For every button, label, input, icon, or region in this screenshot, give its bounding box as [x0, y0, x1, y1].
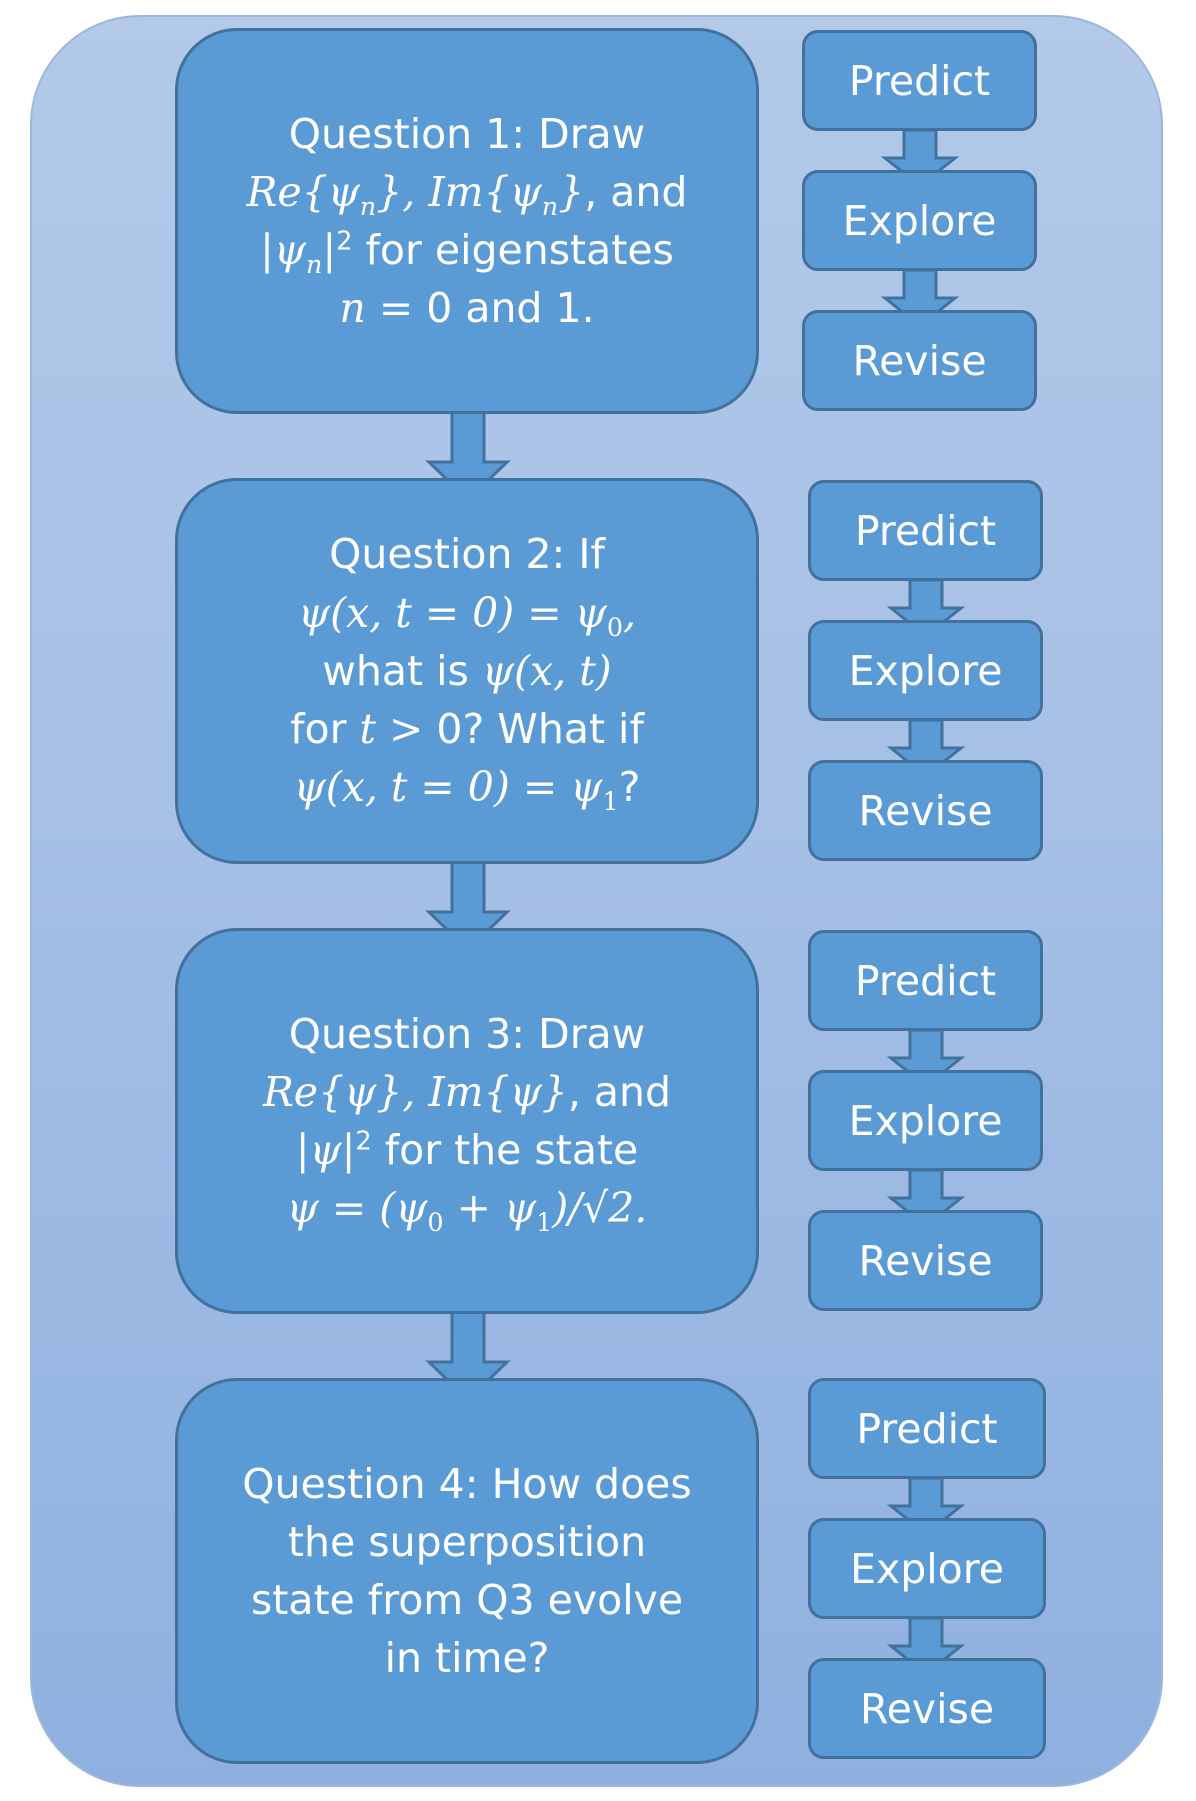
- q1-abs-close: |: [322, 226, 337, 274]
- question-4-line-3: state from Q3 evolve: [250, 1576, 684, 1624]
- q2-psi-xt: ψ(x, t): [481, 646, 612, 695]
- q3-abs-psi: |ψ|: [295, 1126, 356, 1174]
- question-1-line-2: Re{ψn}, Im{ψn}, and: [247, 163, 688, 221]
- question-3-line-4: ψ = (ψ0 + ψ1)/√2.: [287, 1179, 648, 1237]
- q1-re-part: Re{ψ: [246, 167, 360, 216]
- question-2-line-2: ψ(x, t = 0) = ψ0,: [298, 584, 636, 642]
- step-predict-1: Predict: [802, 30, 1037, 131]
- q1-abs-open: |ψ: [260, 226, 307, 274]
- question-1-box: Question 1: Draw Re{ψn}, Im{ψn}, and |ψn…: [175, 28, 759, 414]
- q1-sup-2: 2: [336, 225, 353, 256]
- step-explore-4: Explore: [808, 1518, 1046, 1619]
- question-2-line-3: what is ψ(x, t): [322, 642, 611, 700]
- q2-psi-initial: ψ(x, t = 0) = ψ: [297, 588, 607, 637]
- question-4-line-4: in time?: [384, 1634, 550, 1683]
- step-explore-1: Explore: [802, 170, 1037, 271]
- question-4-line-1: Question 4: How does: [242, 1459, 692, 1508]
- q3-psi-equals: ψ = (ψ: [286, 1184, 428, 1233]
- q2-greater-than: >: [376, 705, 437, 754]
- q2-what-is: what is: [322, 646, 482, 695]
- q3-for-the-state: for the state: [371, 1126, 639, 1174]
- question-4-line-2: the superposition: [287, 1517, 647, 1566]
- step-revise-3: Revise: [808, 1210, 1043, 1311]
- question-3-box: Question 3: Draw Re{ψ}, Im{ψ}, and |ψ|2 …: [175, 928, 759, 1314]
- q2-for: for: [290, 705, 360, 754]
- q2-sub-1: 1: [602, 786, 619, 817]
- step-revise-2: Revise: [808, 760, 1043, 861]
- q1-for-eigenstates: for eigenstates: [352, 226, 674, 274]
- step-explore-2: Explore: [808, 620, 1043, 721]
- q1-equals: =: [365, 284, 427, 333]
- q2-comma: ,: [623, 588, 637, 637]
- q1-close-brace: }: [558, 167, 585, 216]
- q3-plus-psi: + ψ: [443, 1184, 537, 1233]
- q1-n-symbol: n: [339, 284, 366, 333]
- question-1-title: Question 1: Draw: [288, 109, 646, 158]
- q1-sub-n-1: n: [359, 190, 377, 221]
- q3-sub-0: 0: [427, 1207, 444, 1238]
- question-2-box: Question 2: If ψ(x, t = 0) = ψ0, what is…: [175, 478, 759, 864]
- step-predict-3: Predict: [808, 930, 1043, 1031]
- question-2-line-1: Question 2: If: [329, 525, 605, 583]
- question-3-line-1: Question 3: Draw: [289, 1005, 645, 1063]
- q1-sub-n-3: n: [306, 249, 323, 280]
- step-predict-4: Predict: [808, 1378, 1046, 1479]
- q1-tail-text: 0 and 1.: [426, 284, 595, 333]
- question-4-box: Question 4: How does the superposition s…: [175, 1378, 759, 1764]
- step-revise-4: Revise: [808, 1658, 1046, 1759]
- question-1-line-1: Question 1: Draw: [289, 105, 645, 163]
- question-2-title: Question 2: If: [329, 530, 605, 579]
- question-2-line-4: for t > 0? What if: [290, 700, 644, 758]
- question-1-line-4: n = 0 and 1.: [339, 279, 594, 337]
- q1-and-text: , and: [584, 167, 688, 216]
- q3-sub-1: 1: [536, 1207, 553, 1238]
- question-3-line-2: Re{ψ}, Im{ψ}, and: [263, 1063, 671, 1121]
- question-2-line-5: ψ(x, t = 0) = ψ1?: [294, 758, 641, 816]
- q3-over-root-two: )/√2.: [552, 1184, 648, 1233]
- q1-sub-n-2: n: [541, 190, 559, 221]
- question-1-line-3: |ψn|2 for eigenstates: [260, 221, 674, 279]
- q3-re-im: Re{ψ}, Im{ψ}: [262, 1067, 568, 1116]
- step-predict-2: Predict: [808, 480, 1043, 581]
- q2-psi-initial-2: ψ(x, t = 0) = ψ: [293, 763, 603, 812]
- q3-sup-2: 2: [355, 1125, 372, 1156]
- q1-im-part: }, Im{ψ: [376, 167, 542, 216]
- q2-t-symbol: t: [359, 705, 376, 754]
- question-3-title: Question 3: Draw: [288, 1009, 646, 1058]
- q2-sub-0: 0: [606, 611, 623, 642]
- step-revise-1: Revise: [802, 310, 1037, 411]
- q2-what-if: 0? What if: [436, 705, 644, 754]
- q2-question-mark: ?: [618, 763, 641, 812]
- question-3-line-3: |ψ|2 for the state: [296, 1121, 639, 1179]
- q3-and-text: , and: [567, 1067, 672, 1116]
- step-explore-3: Explore: [808, 1070, 1043, 1171]
